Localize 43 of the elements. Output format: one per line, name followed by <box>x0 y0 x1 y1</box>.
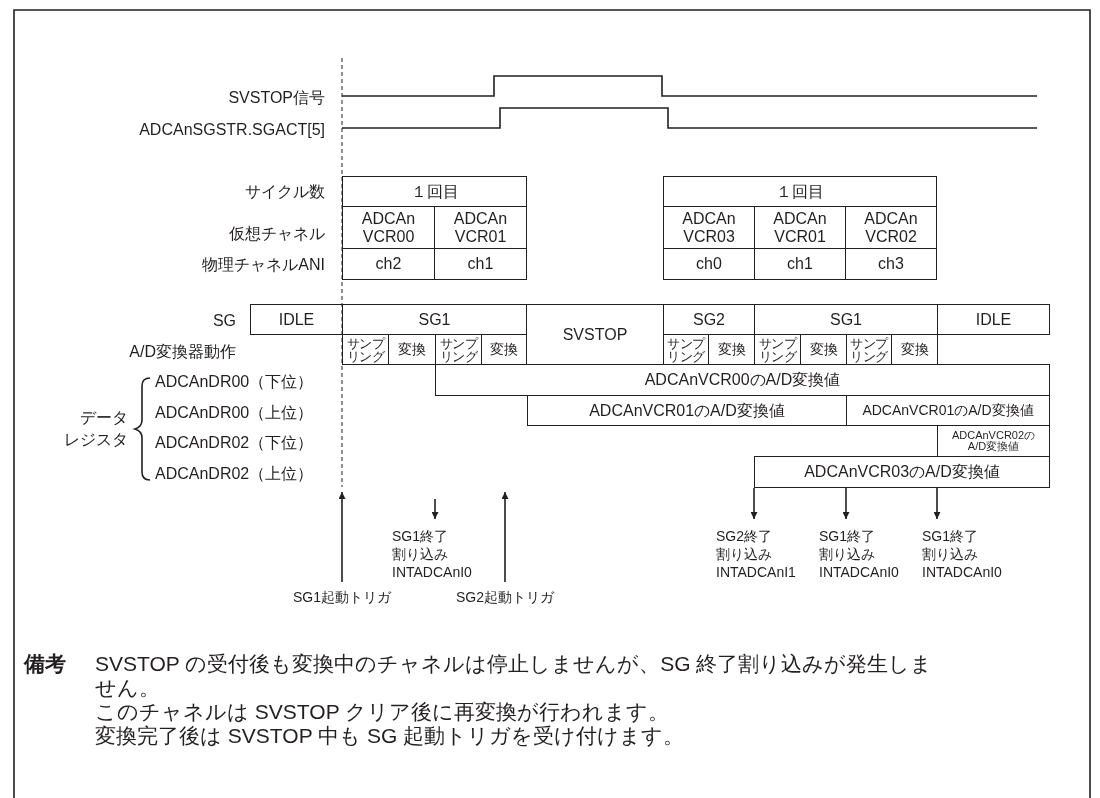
register-label: ADCAnDR00（上位） <box>155 403 314 423</box>
row-label: SG <box>212 311 236 331</box>
cycle-cell: １回目 <box>663 176 937 207</box>
group-label: データ <box>80 408 128 428</box>
arrow <box>750 487 758 520</box>
register-label: ADCAnDR02（上位） <box>155 464 314 484</box>
register-label: ADCAnDR00（下位） <box>155 372 314 392</box>
register-value-bar: ADCAnVCR03のA/D変換値 <box>754 456 1050 488</box>
register-value-bar: ADCAnVCR00のA/D変換値 <box>435 364 1050 396</box>
event-note: SG1起動トリガ <box>272 588 412 606</box>
event-note: SG1終了 割り込み INTADCAnI0 <box>819 527 899 581</box>
channel-cell: ch0 <box>663 248 755 280</box>
group-label: レジスタ <box>64 430 128 450</box>
signal-label: ADCAnSGSTR.SGACT[5] <box>139 120 325 140</box>
row-label: 物理チャネルANI <box>202 255 325 275</box>
arrow <box>842 487 850 520</box>
arrow <box>933 487 941 520</box>
channel-cell: ch1 <box>434 248 527 280</box>
arrow <box>501 491 509 583</box>
arrow <box>338 491 346 583</box>
register-value-bar: ADCAnVCR02のA/D変換値 <box>937 425 1050 457</box>
note-text: このチャネルは SVSTOP クリア後に再変換が行われます。 <box>95 700 670 724</box>
signal-label: SVSTOP信号 <box>228 88 325 108</box>
register-value-bar: ADCAnVCR01のA/D変換値 <box>846 395 1050 426</box>
operation-cell: サンプリング <box>342 334 389 365</box>
row-label: 仮想チャネル <box>229 224 325 244</box>
event-note: SG1終了 割り込み INTADCAnI0 <box>922 527 1002 581</box>
row-label: A/D変換器動作 <box>129 342 236 362</box>
event-note: SG2起動トリガ <box>435 588 575 606</box>
note-text: 変換完了後は SVSTOP 中も SG 起動トリガを受け付けます。 <box>95 724 685 748</box>
event-note: SG2終了 割り込み INTADCAnI1 <box>716 527 796 581</box>
event-note: SG1終了 割り込み INTADCAnI0 <box>392 527 472 581</box>
arrow <box>431 498 439 520</box>
channel-cell: ch2 <box>342 248 435 280</box>
note-heading: 備考 <box>24 652 66 676</box>
channel-cell: ch3 <box>845 248 937 280</box>
note-text: SVSTOP の受付後も変換中のチャネルは停止しませんが、SG 終了割り込みが発生しません。 <box>95 652 934 700</box>
cycle-cell: １回目 <box>342 176 527 207</box>
row-label: サイクル数 <box>245 182 325 202</box>
register-value-bar: ADCAnVCR01のA/D変換値 <box>527 395 847 426</box>
register-label: ADCAnDR02（下位） <box>155 433 314 453</box>
state-cell: IDLE <box>937 304 1050 335</box>
state-cell: IDLE <box>250 304 343 335</box>
